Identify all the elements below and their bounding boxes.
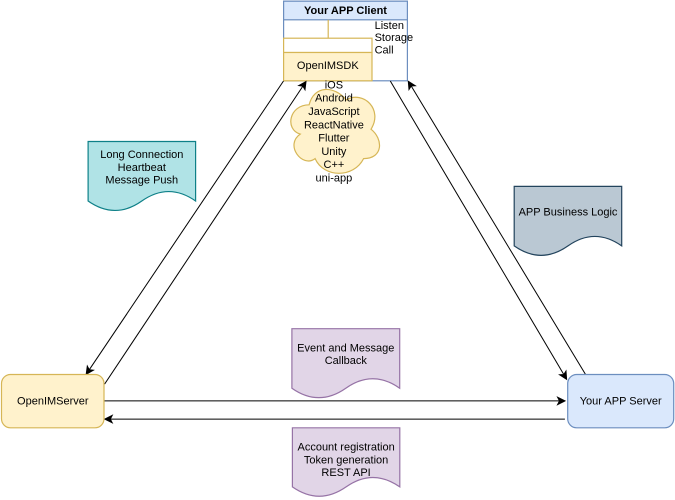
svg-text:Listen: Listen (375, 20, 404, 32)
svg-text:Your APP Client: Your APP Client (304, 5, 387, 17)
svg-text:Event and Message: Event and Message (297, 343, 394, 355)
svg-text:Long Connection: Long Connection (100, 149, 183, 161)
svg-text:Message Push: Message Push (105, 175, 178, 187)
svg-text:OpenIMServer: OpenIMServer (17, 396, 89, 408)
svg-text:REST API: REST API (321, 467, 370, 479)
svg-text:APP Business Logic: APP Business Logic (519, 207, 618, 219)
svg-text:Your APP Server: Your APP Server (580, 395, 662, 407)
svg-text:Flutter: Flutter (318, 133, 350, 145)
svg-text:iOS: iOS (325, 79, 343, 91)
svg-text:Call: Call (375, 45, 394, 57)
svg-text:OpenIMSDK: OpenIMSDK (297, 60, 359, 72)
svg-text:Token generation: Token generation (304, 454, 388, 466)
svg-text:ReactNative: ReactNative (304, 119, 364, 131)
svg-text:C++: C++ (324, 159, 345, 171)
svg-text:Android: Android (315, 93, 353, 105)
svg-text:Account registration: Account registration (297, 442, 394, 454)
svg-text:JavaScript: JavaScript (308, 106, 359, 118)
svg-text:uni-app: uni-app (316, 173, 353, 185)
svg-text:Storage: Storage (375, 32, 414, 44)
svg-text:Heartbeat: Heartbeat (118, 162, 166, 174)
svg-text:Unity: Unity (321, 146, 347, 158)
svg-text:Callback: Callback (325, 355, 368, 367)
